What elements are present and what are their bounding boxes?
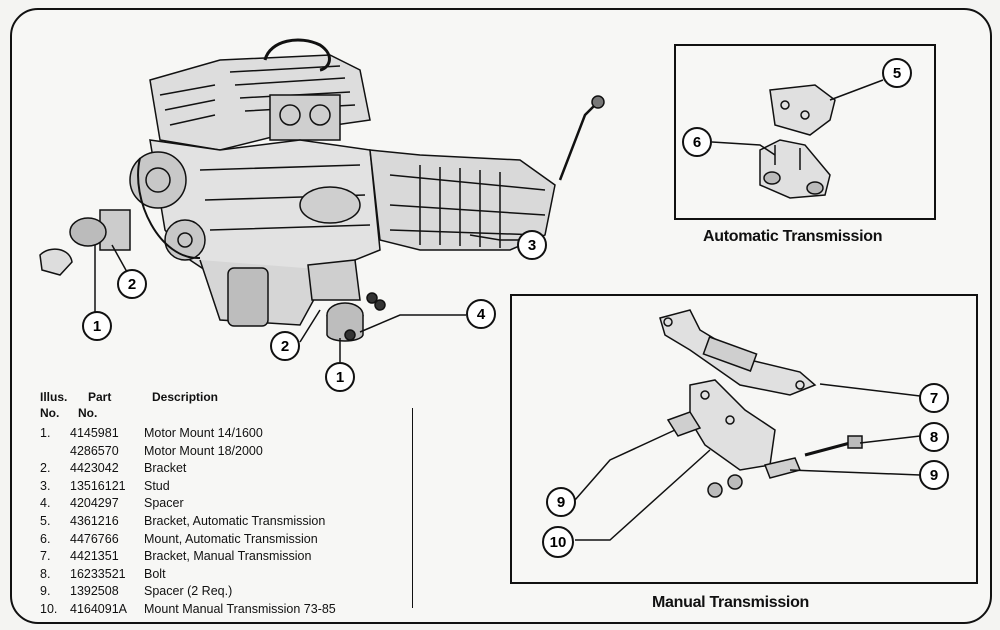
row-part-no: 4204297 (70, 496, 119, 511)
header-illus: Illus. (40, 390, 68, 404)
callout-bolt: 8 (919, 422, 949, 452)
engine-leader-lines (94, 234, 520, 362)
svg-text:4: 4 (477, 306, 486, 323)
row-part-no: 4421351 (70, 549, 119, 564)
callout-transmission-stud: 3 (517, 230, 547, 260)
callout-spacer-right: 9 (919, 460, 949, 490)
manual-parts-illustration (659, 309, 863, 498)
row-illus-no: 4. (40, 496, 51, 511)
header-illus-no: No. (40, 406, 60, 420)
automatic-transmission-box (674, 44, 936, 220)
svg-text:3: 3 (528, 237, 536, 254)
row-illus-no: 6. (40, 531, 51, 546)
callout-engine-bracket-left: 2 (117, 269, 147, 299)
row-description: Motor Mount 18/2000 (144, 443, 263, 458)
callout-trans-bracket: 2 (270, 331, 300, 361)
row-illus-no: 5. (40, 514, 51, 528)
callout-spacer: 4 (466, 299, 496, 329)
row-illus-no: 3. (40, 478, 51, 493)
row-illus-no: 10. (40, 602, 58, 616)
row-part-no: 4286570 (70, 443, 119, 458)
header-part: Part (88, 390, 112, 404)
row-part-no: 1392508 (70, 584, 119, 599)
row-part-no: 16233521 (70, 566, 126, 581)
automatic-transmission-caption: Automatic Transmission (703, 228, 883, 245)
row-description: Stud (144, 478, 170, 493)
row-description: Spacer (144, 496, 184, 511)
callout-auto-mount: 6 (682, 127, 712, 157)
row-part-no: 4423042 (70, 461, 119, 476)
callout-trans-mount: 1 (325, 362, 355, 392)
row-description: Bracket, Automatic Transmission (144, 514, 326, 528)
row-description: Spacer (2 Req.) (144, 584, 233, 599)
row-part-no: 4164091A (70, 602, 128, 616)
row-illus-no: 2. (40, 461, 51, 476)
row-description: Motor Mount 14/1600 (144, 426, 263, 440)
row-description: Bracket, Manual Transmission (144, 549, 312, 564)
svg-text:7: 7 (930, 390, 938, 407)
row-description: Bracket (144, 461, 187, 476)
svg-text:2: 2 (281, 338, 289, 355)
svg-text:9: 9 (930, 467, 938, 484)
row-illus-no: 1. (40, 426, 51, 440)
callout-auto-bracket: 5 (882, 58, 912, 88)
svg-text:2: 2 (128, 276, 136, 293)
callout-manual-mount: 10 (542, 526, 574, 558)
auto-leader-lines (711, 79, 884, 156)
row-illus-no: 9. (40, 584, 51, 599)
engine-illustration (39, 38, 605, 342)
callout-manual-bracket: 7 (919, 383, 949, 413)
manual-transmission-caption: Manual Transmission (652, 594, 810, 611)
row-description: Bolt (144, 566, 166, 581)
callout-engine-mount-left: 1 (82, 311, 112, 341)
svg-text:9: 9 (557, 494, 565, 511)
callout-spacer-left: 9 (546, 487, 576, 517)
row-part-no: 4145981 (70, 426, 119, 440)
svg-text:8: 8 (930, 429, 938, 446)
row-description: Mount Manual Transmission 73-85 (144, 602, 336, 616)
header-description: Description (152, 390, 219, 404)
row-part-no: 4476766 (70, 531, 119, 546)
table-divider (412, 408, 413, 608)
svg-text:6: 6 (693, 134, 701, 151)
row-part-no: 13516121 (70, 478, 126, 493)
svg-text:1: 1 (336, 369, 344, 386)
manual-transmission-box (510, 294, 978, 584)
svg-text:5: 5 (893, 65, 901, 82)
row-description: Mount, Automatic Transmission (144, 531, 318, 546)
manual-leader-lines (574, 383, 921, 541)
header-part-no: No. (78, 406, 98, 420)
row-illus-no: 7. (40, 549, 51, 564)
svg-text:10: 10 (550, 534, 567, 551)
automatic-parts-illustration (759, 84, 836, 199)
svg-text:1: 1 (93, 318, 101, 335)
row-illus-no: 8. (40, 566, 51, 581)
row-part-no: 4361216 (70, 514, 119, 528)
